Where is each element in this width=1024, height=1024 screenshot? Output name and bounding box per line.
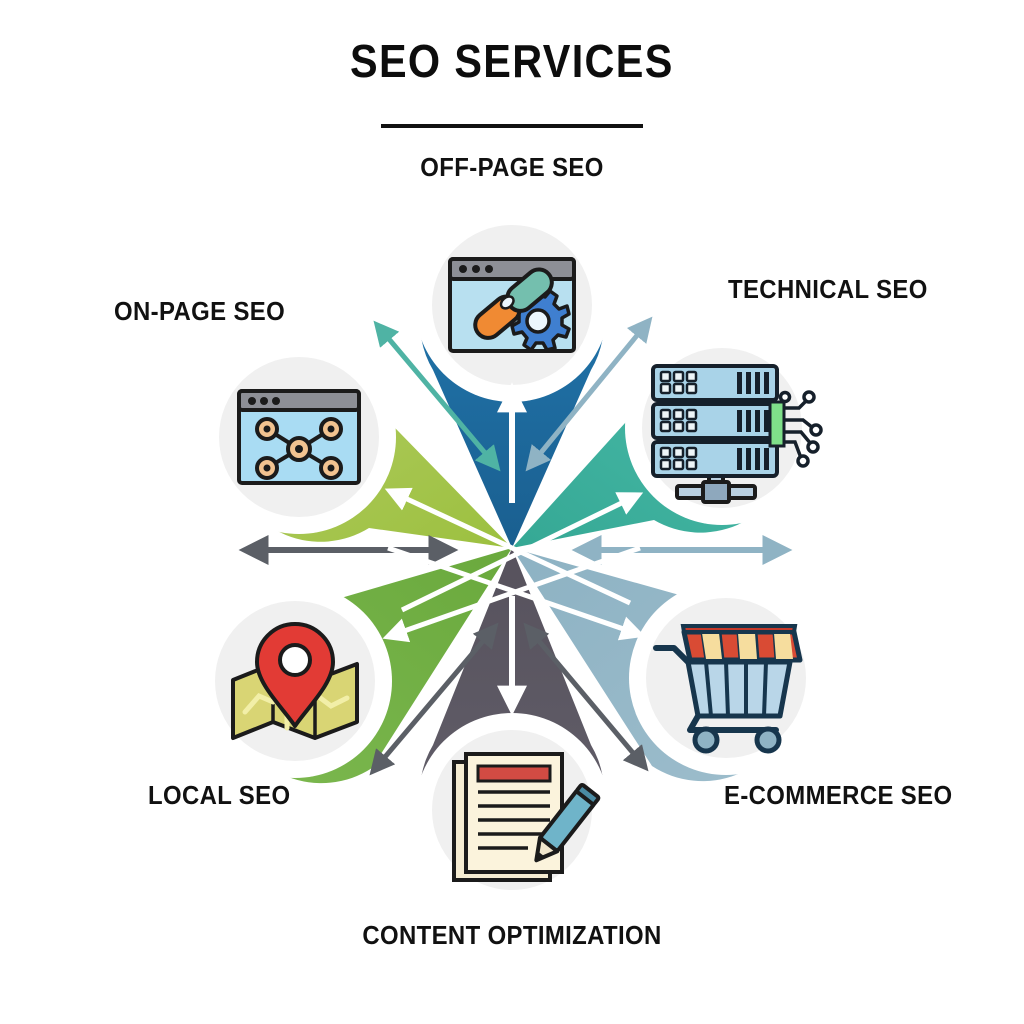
document-pen-icon — [452, 752, 601, 882]
page-title: SEO SERVICES — [350, 35, 674, 87]
title-underline — [381, 124, 643, 128]
label-local-seo: LOCAL SEO — [148, 780, 291, 810]
label-technical-seo: TECHNICAL SEO — [728, 274, 928, 304]
arrow-inner-onpage — [384, 487, 632, 606]
arrow-upper-right — [525, 316, 653, 472]
server-rack-circuit-icon — [651, 364, 823, 504]
arrow-lower-left — [369, 622, 499, 776]
connector-arrows — [238, 316, 793, 776]
arrow-upper-left — [373, 320, 501, 472]
label-e-commerce-seo: E-COMMERCE SEO — [724, 780, 953, 810]
label-off-page-seo: OFF-PAGE SEO — [420, 152, 604, 182]
label-content-optimization: CONTENT OPTIMIZATION — [362, 920, 662, 950]
map-location-pin-icon — [231, 622, 359, 740]
arrow-inner-ecommerce — [387, 545, 646, 641]
shopping-cart-storefront-icon — [653, 624, 803, 754]
browser-chain-link-gear-icon — [448, 257, 576, 353]
arrow-inner-technical — [400, 492, 644, 613]
browser-node-network-icon — [237, 389, 361, 485]
inner-arrows — [382, 382, 646, 716]
arrow-lower-right — [523, 622, 649, 772]
title-block: SEO SERVICES — [0, 35, 1024, 128]
label-on-page-seo: ON-PAGE SEO — [114, 296, 286, 326]
